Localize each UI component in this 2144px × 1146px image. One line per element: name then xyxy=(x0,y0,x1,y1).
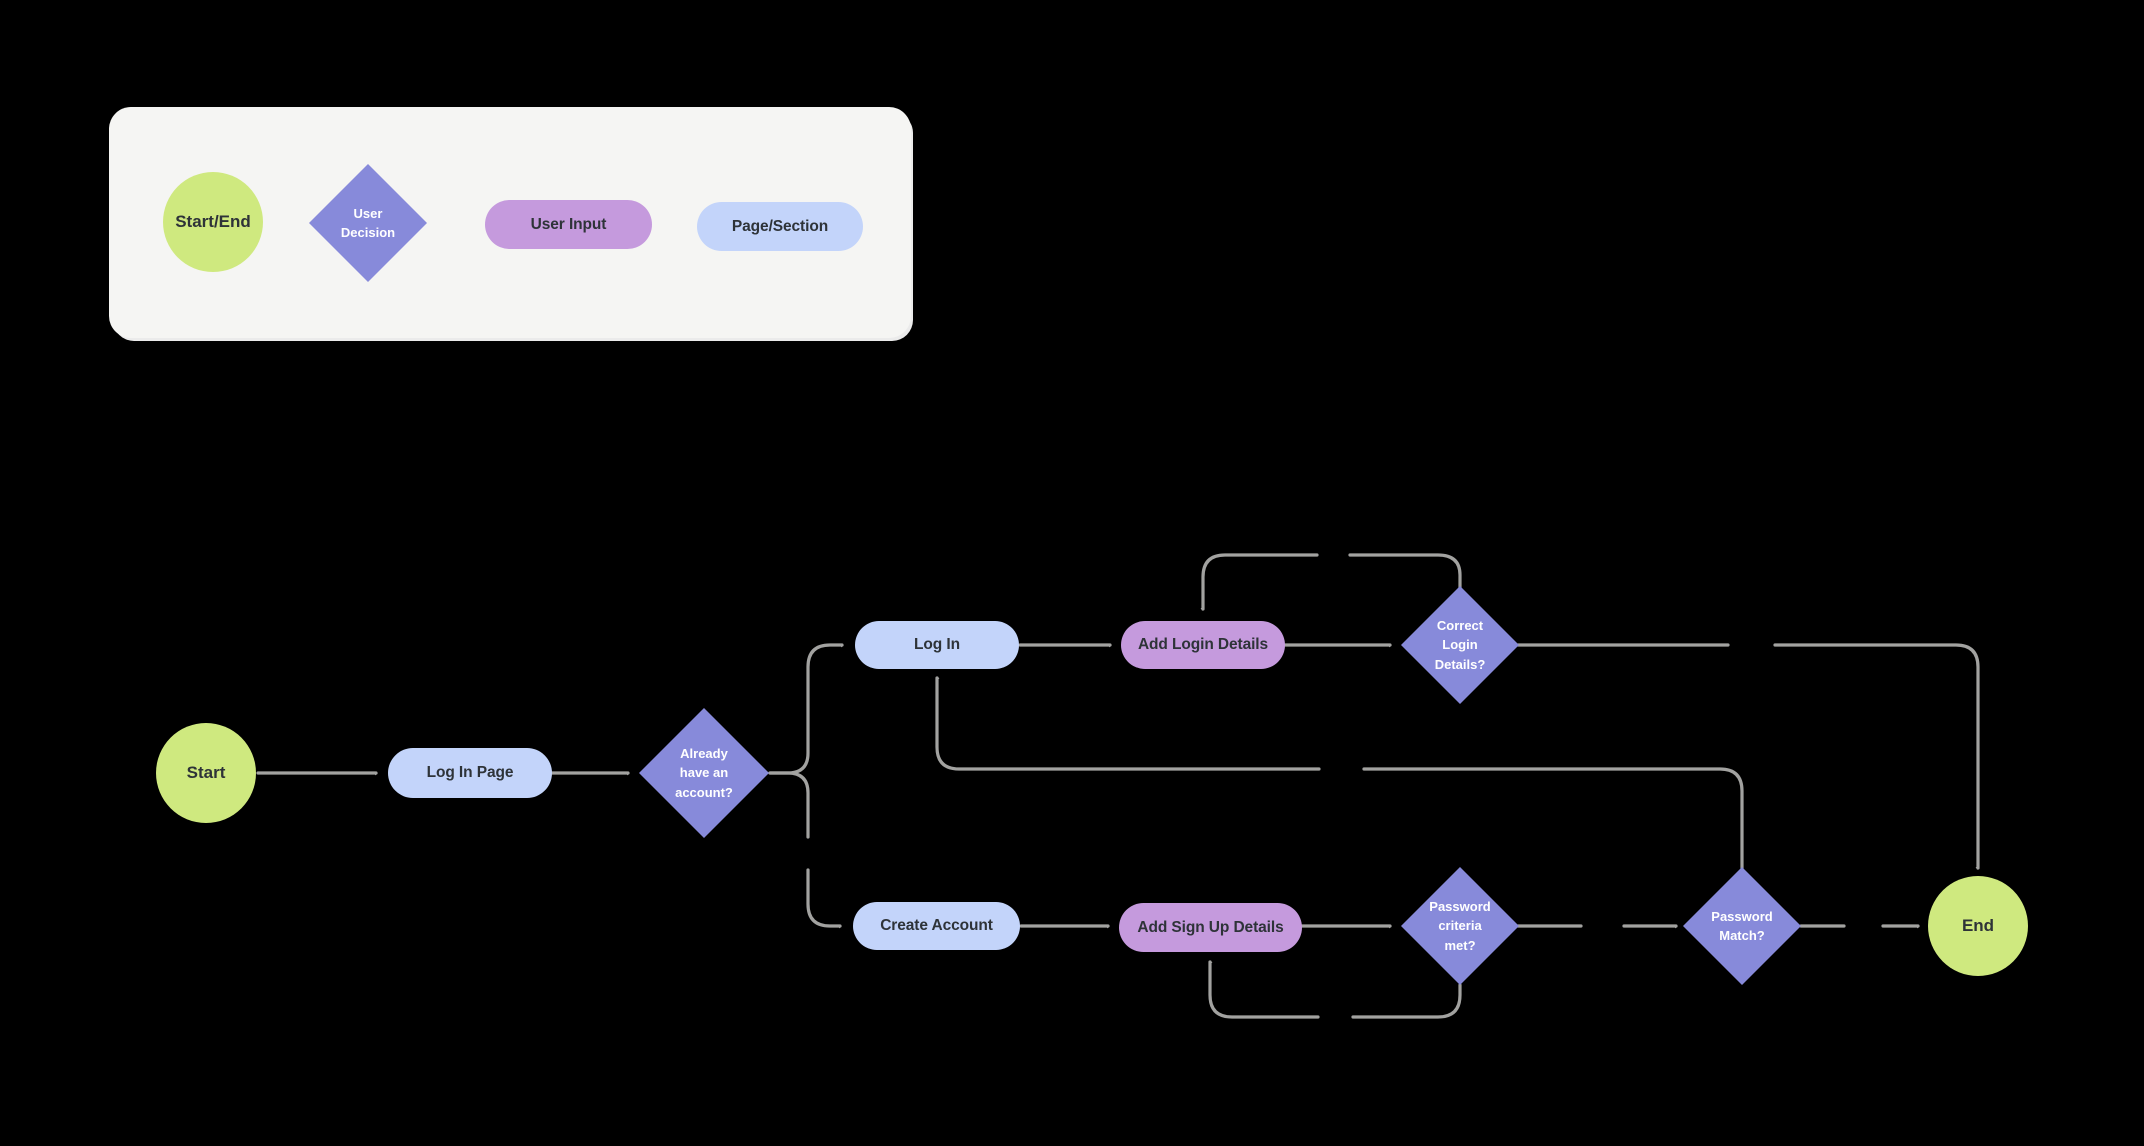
node-add-login-details-label: Add Login Details xyxy=(1137,636,1269,653)
connector-already-no-to-create-account[interactable] xyxy=(768,771,840,926)
node-already-line3: account? xyxy=(675,784,733,800)
node-start[interactable]: Start xyxy=(156,723,256,823)
legend-panel[interactable]: Start/End User Decision User Input Page/… xyxy=(109,107,911,338)
node-criteria-line1: Password xyxy=(1429,898,1491,914)
node-create-account[interactable]: Create Account xyxy=(853,902,1020,950)
node-end-label: End xyxy=(1961,916,1995,935)
connector-correct-no-loop-to-add-login-details[interactable] xyxy=(1203,553,1462,609)
node-correct-line2: Login xyxy=(1442,637,1478,653)
node-login-page-label: Log In Page xyxy=(426,764,514,781)
node-log-in[interactable]: Log In xyxy=(855,621,1019,669)
node-add-login-details[interactable]: Add Login Details xyxy=(1121,621,1285,669)
connector-password-match-top-to-log-in[interactable] xyxy=(937,678,1744,870)
legend-user-decision-line1: User xyxy=(353,205,383,221)
node-create-account-label: Create Account xyxy=(880,917,993,934)
node-match-line1: Password xyxy=(1711,908,1773,924)
connector-criteria-no-loop-to-add-sign-up-details[interactable] xyxy=(1210,962,1462,1019)
legend-start-end-shape[interactable]: Start/End xyxy=(163,172,263,272)
node-end[interactable]: End xyxy=(1928,876,2028,976)
node-criteria-line3: met? xyxy=(1444,937,1476,953)
legend-user-input-shape[interactable]: User Input xyxy=(485,200,652,249)
legend-user-decision-shape[interactable]: User Decision xyxy=(309,164,427,282)
node-login-page[interactable]: Log In Page xyxy=(388,748,552,798)
node-correct-line3: Details? xyxy=(1434,656,1486,672)
connector-already-yes-to-log-in[interactable] xyxy=(768,643,844,775)
node-add-sign-up-details[interactable]: Add Sign Up Details xyxy=(1119,903,1302,952)
node-already-line2: have an xyxy=(679,765,729,781)
node-log-in-label: Log In xyxy=(914,636,960,653)
node-start-label: Start xyxy=(186,763,226,782)
node-criteria-line2: criteria xyxy=(1438,918,1482,934)
connector-correct-yes-to-end[interactable] xyxy=(1516,643,1978,868)
legend-start-end-label: Start/End xyxy=(175,212,251,231)
legend-page-section-label: Page/Section xyxy=(731,217,829,235)
legend-page-section-shape[interactable]: Page/Section xyxy=(697,202,863,251)
legend-user-decision-line2: Decision xyxy=(340,225,396,240)
node-match-line2: Match? xyxy=(1719,928,1765,943)
node-correct-line1: Correct xyxy=(1436,617,1484,633)
legend-user-input-label: User Input xyxy=(530,215,607,233)
node-add-sign-up-details-label: Add Sign Up Details xyxy=(1137,918,1284,936)
node-already-line1: Already xyxy=(680,745,728,761)
